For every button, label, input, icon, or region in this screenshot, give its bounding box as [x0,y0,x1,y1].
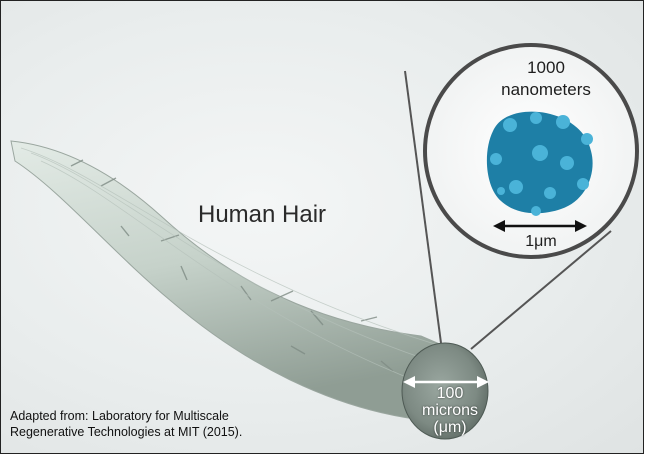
cross-section-number: 100 [405,385,495,402]
zoom-scale-number: 1000 [471,57,621,79]
hair-strand [11,141,456,421]
micrometer-label: 1μm [501,233,581,251]
zoom-scale-unit: nanometers [471,79,621,101]
cross-section-unit-symbol: (μm) [405,419,495,436]
source-credit-line-1: Adapted from: Laboratory for Multiscale [10,408,242,424]
source-credit-line-2: Regenerative Technologies at MIT (2015). [10,424,242,440]
cross-section-unit: microns [405,402,495,419]
hair-label: Human Hair [198,201,326,229]
cross-section-label: 100 microns (μm) [405,385,495,436]
source-credit: Adapted from: Laboratory for Multiscale … [10,408,242,440]
zoom-scale-label: 1000 nanometers [471,57,621,101]
